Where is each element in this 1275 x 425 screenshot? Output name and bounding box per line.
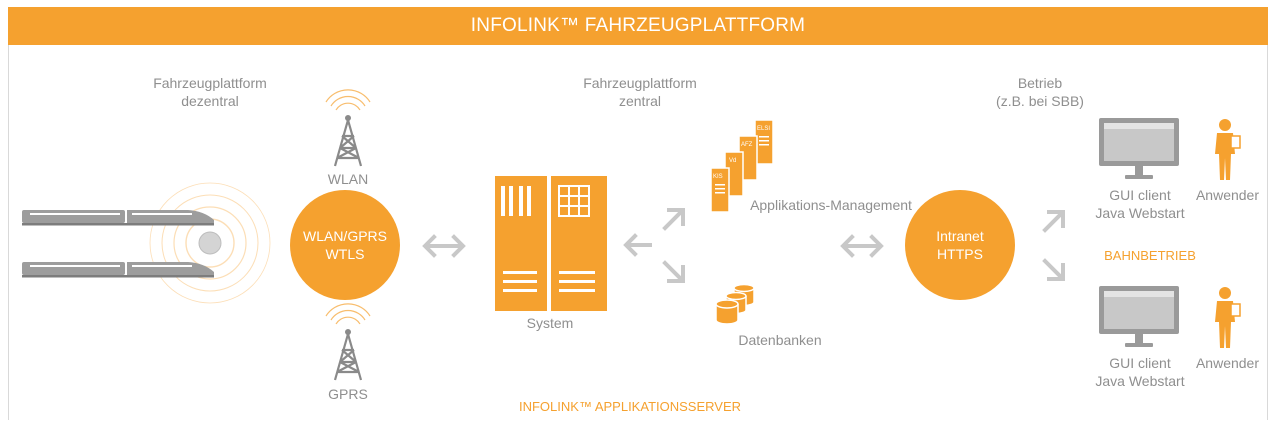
user-label: Anwender	[1195, 187, 1260, 203]
wlan-antenna-label: WLAN	[327, 171, 369, 187]
application-management-label: Applikations-Management	[750, 197, 912, 213]
document-label: KIS	[713, 174, 723, 180]
user-label: Anwender	[1195, 355, 1260, 371]
wlan-antenna-icon	[325, 89, 371, 167]
trains-illustration	[22, 182, 271, 304]
document-label: ELSI	[757, 126, 770, 132]
document-label: AFZ	[741, 142, 753, 148]
bidirectional-arrow-icon	[422, 234, 466, 258]
application-document-labels: KIS Vd AFZ ELSI	[713, 126, 770, 180]
user-icon	[1215, 119, 1241, 180]
signal-source-icon	[198, 231, 222, 255]
application-documents-icon	[710, 119, 774, 213]
arrow-left-icon	[623, 233, 652, 257]
gprs-antenna-icon	[325, 303, 371, 381]
bahnbetrieb-label: BAHNBETRIEB	[1104, 248, 1196, 263]
arrow-up-right-icon	[662, 208, 685, 231]
databases-label: Datenbanken	[738, 332, 822, 348]
radio-wave-rings	[149, 182, 271, 304]
server-label: System	[526, 315, 574, 331]
bidirectional-arrow-icon	[840, 234, 884, 258]
operation-label: Betrieb(z.B. bei SBB)	[996, 75, 1084, 109]
server-cabinet-icon	[495, 176, 607, 311]
monitor-icon	[1099, 118, 1179, 179]
train-upper-icon	[22, 210, 214, 226]
arrow-down-right-icon	[1042, 258, 1065, 281]
arrow-down-right-icon	[662, 260, 685, 283]
diagram-frame	[8, 45, 1268, 420]
appserver-label: INFOLINK™ APPLIKATIONSSERVER	[518, 399, 742, 414]
diagram-title-banner: INFOLINK™ FAHRZEUGPLATTFORM	[8, 7, 1268, 45]
gprs-antenna-label: GPRS	[328, 386, 368, 402]
train-lower-icon	[22, 262, 214, 278]
user-icon	[1215, 287, 1241, 348]
arrow-up-right-icon	[1042, 210, 1065, 233]
monitor-icon	[1099, 286, 1179, 347]
document-label: Vd	[729, 158, 736, 164]
databases-icon	[715, 283, 755, 325]
